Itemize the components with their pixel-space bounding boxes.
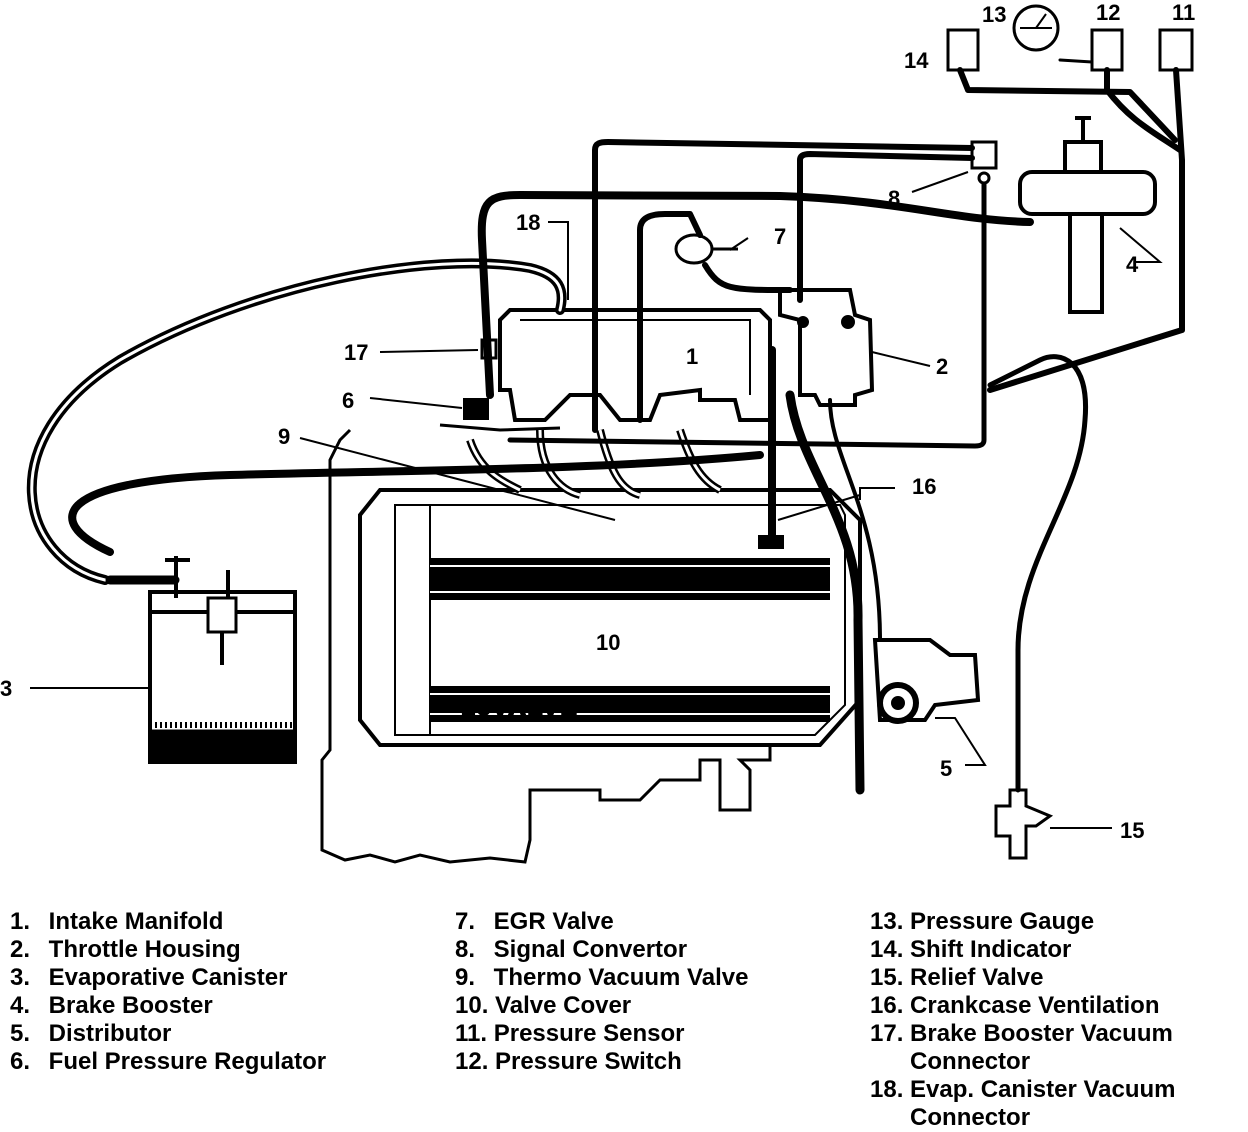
legend-item: 2. Throttle Housing [10, 936, 440, 964]
legend-number: 18. [870, 1076, 904, 1103]
pressure-sensor [1158, 28, 1194, 72]
legend-item: 7. EGR Valve [455, 908, 855, 936]
legend-item: 15. Relief Valve [870, 964, 1248, 992]
legend-item: 17. Brake Booster Vacuum Connector [870, 1020, 1248, 1076]
egr-valve [674, 233, 738, 265]
callout-1: 1 [686, 344, 698, 369]
legend-label: Signal Convertor [493, 936, 688, 963]
callout-7: 7 [774, 224, 786, 249]
legend-column-3: 13. Pressure Gauge 14. Shift Indicator 1… [870, 908, 1248, 1132]
callout-8: 8 [888, 186, 900, 211]
legend-column-2: 7. EGR Valve 8. Signal Convertor 9. Ther… [455, 908, 855, 1076]
legend-item: 14. Shift Indicator [870, 936, 1248, 964]
evaporative-canister [148, 556, 297, 764]
callout-16: 16 [912, 474, 936, 499]
legend-label: Evap. Canister Vacuum Connector [910, 1076, 1176, 1131]
callout-9: 9 [278, 424, 290, 449]
legend-number: 16. [870, 992, 904, 1019]
relief-valve [994, 788, 1054, 860]
legend-column-1: 1. Intake Manifold 2. Throttle Housing 3… [10, 908, 440, 1076]
callout-6: 6 [342, 388, 354, 413]
legend-number: 12. [455, 1048, 489, 1075]
legend-number: 2. [10, 936, 31, 963]
legend-label: Pressure Sensor [493, 1020, 685, 1047]
legend-number: 6. [10, 1048, 31, 1075]
callout-12: 12 [1096, 0, 1120, 25]
legend-item: 12. Pressure Switch [455, 1048, 855, 1076]
throttle-housing [778, 288, 875, 407]
callout-10: 10 [596, 630, 620, 655]
legend-item: 16. Crankcase Ventilation [870, 992, 1248, 1020]
legend-label: Pressure Gauge [910, 908, 1095, 935]
legend-number: 10. [455, 992, 489, 1019]
legend-label: Relief Valve [910, 964, 1044, 991]
callout-2: 2 [936, 354, 948, 379]
legend-label: Pressure Switch [495, 1048, 682, 1075]
brake-booster [1018, 116, 1157, 314]
signal-convertor [970, 140, 998, 185]
legend-number: 11. [455, 1020, 488, 1047]
legend-number: 1. [10, 908, 31, 935]
vacuum-hose-diagram: SAAB 16VALVE [0, 0, 1195, 864]
legend-number: 7. [455, 908, 476, 935]
crankcase-ventilation [758, 535, 784, 549]
engine-block [320, 423, 782, 864]
legend-label: Valve Cover [495, 992, 632, 1019]
legend-label: Brake Booster Vacuum Connector [910, 1020, 1173, 1075]
legend-label: Evaporative Canister [48, 964, 288, 991]
legend-number: 9. [455, 964, 476, 991]
legend-item: 8. Signal Convertor [455, 936, 855, 964]
legend-number: 14. [870, 936, 904, 963]
legend-item: 10. Valve Cover [455, 992, 855, 1020]
valve-cover: SAAB 16VALVE [358, 488, 862, 747]
legend-item: 3. Evaporative Canister [10, 964, 440, 992]
callout-18: 18 [516, 210, 540, 235]
legend-number: 3. [10, 964, 31, 991]
legend-item: 18. Evap. Canister Vacuum Connector [870, 1076, 1248, 1132]
legend-number: 8. [455, 936, 476, 963]
legend-number: 5. [10, 1020, 31, 1047]
legend-item: 1. Intake Manifold [10, 908, 440, 936]
legend-item: 13. Pressure Gauge [870, 908, 1248, 936]
legend-number: 17. [870, 1020, 904, 1047]
valve-emboss: 16VALVE [461, 694, 578, 721]
callout-5: 5 [940, 756, 952, 781]
legend-item: 9. Thermo Vacuum Valve [455, 964, 855, 992]
callouts: 1 2 3 4 5 6 7 8 9 10 11 12 13 14 15 16 1… [0, 0, 1195, 843]
shift-indicator [946, 28, 980, 72]
callout-leaders [30, 171, 1163, 829]
legend-label: Intake Manifold [48, 908, 224, 935]
callout-15: 15 [1120, 818, 1144, 843]
legend-label: Distributor [48, 1020, 172, 1047]
distributor [872, 638, 981, 724]
callout-14: 14 [904, 48, 929, 73]
parts-legend: 1. Intake Manifold 2. Throttle Housing 3… [0, 908, 1248, 1131]
legend-label: Brake Booster [48, 992, 213, 1019]
callout-17: 17 [344, 340, 368, 365]
legend-number: 4. [10, 992, 31, 1019]
gauge-cluster [946, 4, 1194, 72]
legend-label: Shift Indicator [910, 936, 1072, 963]
callout-4: 4 [1126, 252, 1139, 277]
legend-item: 11. Pressure Sensor [455, 1020, 855, 1048]
pressure-switch [1090, 28, 1124, 72]
legend-label: Crankcase Ventilation [910, 992, 1160, 1019]
callout-3: 3 [0, 676, 12, 701]
legend-number: 13. [870, 908, 904, 935]
legend-label: Thermo Vacuum Valve [493, 964, 749, 991]
callout-11: 11 [1172, 0, 1195, 25]
legend-label: Fuel Pressure Regulator [48, 1048, 327, 1075]
legend-item: 4. Brake Booster [10, 992, 440, 1020]
legend-label: Throttle Housing [48, 936, 241, 963]
brand-emboss: SAAB [469, 563, 570, 596]
legend-item: 6. Fuel Pressure Regulator [10, 1048, 440, 1076]
legend-number: 15. [870, 964, 904, 991]
vacuum-hoses [26, 58, 1185, 795]
legend-item: 5. Distributor [10, 1020, 440, 1048]
legend-label: EGR Valve [493, 908, 614, 935]
callout-13: 13 [982, 2, 1006, 27]
